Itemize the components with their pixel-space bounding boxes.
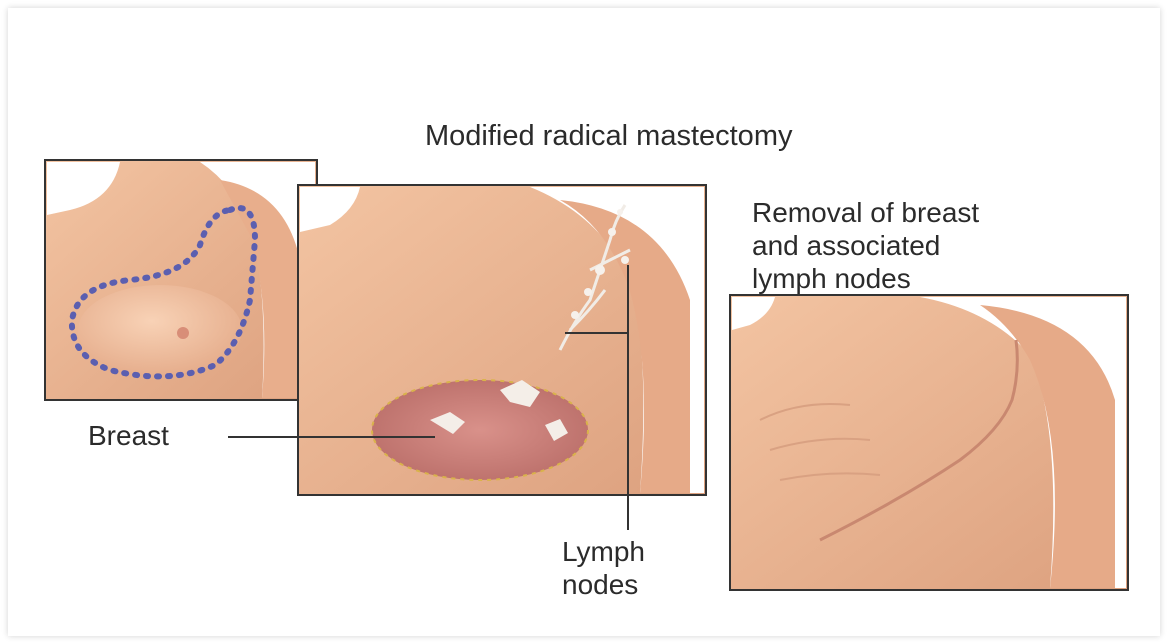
breast-label: Breast <box>88 420 169 452</box>
panel-after-surgery <box>730 295 1128 590</box>
lymph-label-line-2: nodes <box>562 568 645 601</box>
nipple <box>177 327 189 339</box>
caption-line-2: and associated <box>752 229 979 262</box>
diagram-title: Modified radical mastectomy <box>425 120 792 153</box>
lymph-nodes-label: Lymph nodes <box>562 535 645 601</box>
panel-breast-lymph <box>298 185 706 495</box>
removal-caption: Removal of breast and associated lymph n… <box>752 196 979 295</box>
lymph-label-line-1: Lymph <box>562 535 645 568</box>
caption-line-3: lymph nodes <box>752 262 979 295</box>
caption-line-1: Removal of breast <box>752 196 979 229</box>
panel-before-surgery <box>45 160 317 400</box>
